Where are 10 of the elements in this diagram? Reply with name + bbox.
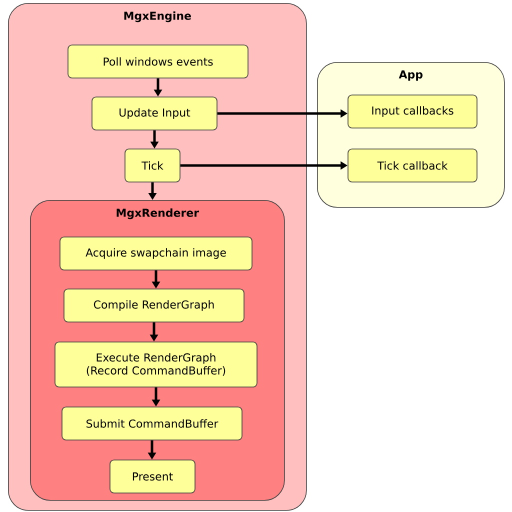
- process-box: Tick callback: [348, 148, 478, 182]
- process-box: Update Input: [92, 96, 218, 130]
- process-box: Input callbacks: [348, 94, 478, 128]
- process-box: Execute RenderGraph (Record CommandBuffer): [54, 342, 258, 388]
- process-box: Tick: [124, 148, 180, 182]
- process-box: Present: [110, 460, 196, 494]
- process-box: Acquire swapchain image: [60, 236, 252, 270]
- process-box: Submit CommandBuffer: [62, 406, 242, 440]
- process-box: Compile RenderGraph: [64, 288, 244, 322]
- process-box: Poll windows events: [68, 44, 248, 78]
